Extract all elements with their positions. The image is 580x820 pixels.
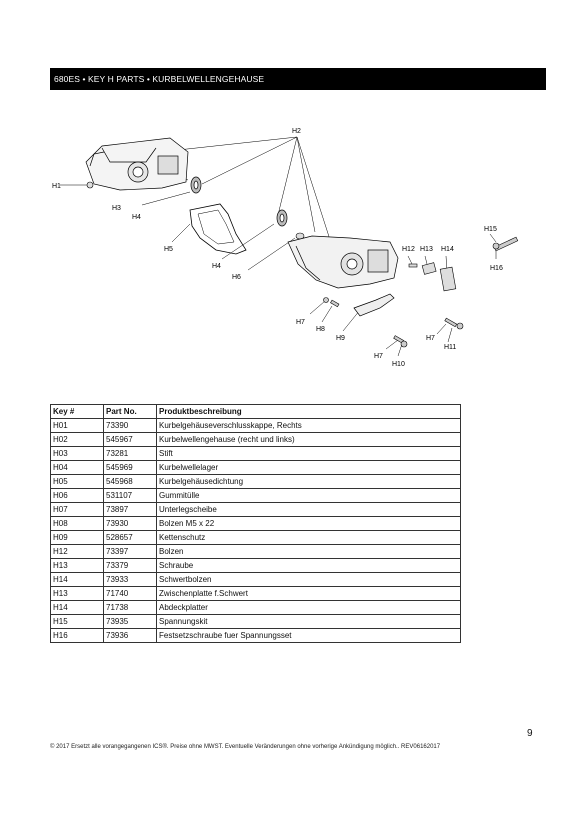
cell-description: Festsetzschraube fuer Spannungsset [156,628,461,643]
callout-h5: H5 [164,246,173,253]
page-number: 9 [527,728,533,739]
cell-description: Kurbelgehäuseverschlusskappe, Rechts [156,418,461,433]
cell-key: H12 [50,544,104,559]
callout-h7-bottom: H7 [374,353,383,360]
callout-h13: H13 [420,246,433,253]
cell-key: H02 [50,432,104,447]
header-part-no: Part No. [103,404,157,419]
cell-part-no: 73935 [103,614,157,629]
callout-h4-upper: H4 [132,214,141,221]
crankcase-right-shape [287,235,399,289]
cell-description: Schraube [156,558,461,573]
cell-part-no: 73897 [103,502,157,517]
cell-key: H04 [50,460,104,475]
cell-key: H09 [50,530,104,545]
diagram-svg: H2 H1 H3 H4 H5 H4 H6 H7 H8 H9 H7 H10 H7 … [52,128,519,368]
cell-part-no: 528657 [103,530,157,545]
cell-description: Bolzen [156,544,461,559]
cell-part-no: 73930 [103,516,157,531]
cell-part-no: 71740 [103,586,157,601]
cell-description: Spannungskit [156,614,461,629]
cell-part-no: 73933 [103,572,157,587]
callout-h9: H9 [336,335,345,342]
callout-h2: H2 [292,128,301,135]
cell-description: Unterlegscheibe [156,502,461,517]
cell-part-no: 71738 [103,600,157,615]
section-header: 680ES • KEY H PARTS • KURBELWELLENGEHAUS… [50,68,546,90]
cell-description: Schwertbolzen [156,572,461,587]
cell-key: H15 [50,614,104,629]
cell-description: Kurbelwellengehause (recht und links) [156,432,461,447]
cell-key: H01 [50,418,104,433]
exploded-parts-diagram: H2 H1 H3 H4 H5 H4 H6 H7 H8 H9 H7 H10 H7 … [50,118,546,378]
callout-h10: H10 [392,361,405,368]
callout-h7-left: H7 [296,319,305,326]
cell-key: H16 [50,628,104,643]
callout-h15: H15 [484,226,497,233]
cell-key: H06 [50,488,104,503]
cell-key: H08 [50,516,104,531]
header-key: Key # [50,404,104,419]
cell-part-no: 73379 [103,558,157,573]
cell-part-no: 531107 [103,488,157,503]
chain-guard-shape [353,293,395,317]
cell-key: H14 [50,572,104,587]
crankcase-left-shape [85,137,189,191]
cell-part-no: 545968 [103,474,157,489]
cell-part-no: 73390 [103,418,157,433]
callout-h3: H3 [112,205,121,212]
gasket-shape [189,203,247,255]
cell-description: Kurbelwellelager [156,460,461,475]
cell-description: Abdeckplatter [156,600,461,615]
cell-key: H07 [50,502,104,517]
cell-part-no: 545969 [103,460,157,475]
callout-h4-lower: H4 [212,263,221,270]
callout-h14: H14 [441,246,454,253]
cell-part-no: 73281 [103,446,157,461]
callout-h8: H8 [316,326,325,333]
table-header-row: Key # Part No. Produktbeschreibung [50,404,461,419]
cell-description: Zwischenplatte f.Schwert [156,586,461,601]
cell-description: Kurbelgehäusedichtung [156,474,461,489]
cell-key: H13 [50,558,104,573]
cell-key: H05 [50,474,104,489]
cell-key: H14 [50,600,104,615]
cell-description: Kettenschutz [156,530,461,545]
callout-h1: H1 [52,183,61,190]
callout-h12: H12 [402,246,415,253]
cell-description: Stift [156,446,461,461]
cell-part-no: 73936 [103,628,157,643]
header-description: Produktbeschreibung [156,404,461,419]
callout-h16: H16 [490,265,503,272]
cell-key: H03 [50,446,104,461]
footer-copyright: © 2017 Ersetzt alle vorangegangenen ICS®… [50,744,441,750]
cell-description: Gummitülle [156,488,461,503]
callout-h6: H6 [232,274,241,281]
cell-key: H13 [50,586,104,601]
cell-description: Bolzen M5 x 22 [156,516,461,531]
callout-h11: H11 [444,344,456,351]
cell-part-no: 73397 [103,544,157,559]
callout-h7-right: H7 [426,335,435,342]
cell-part-no: 545967 [103,432,157,447]
